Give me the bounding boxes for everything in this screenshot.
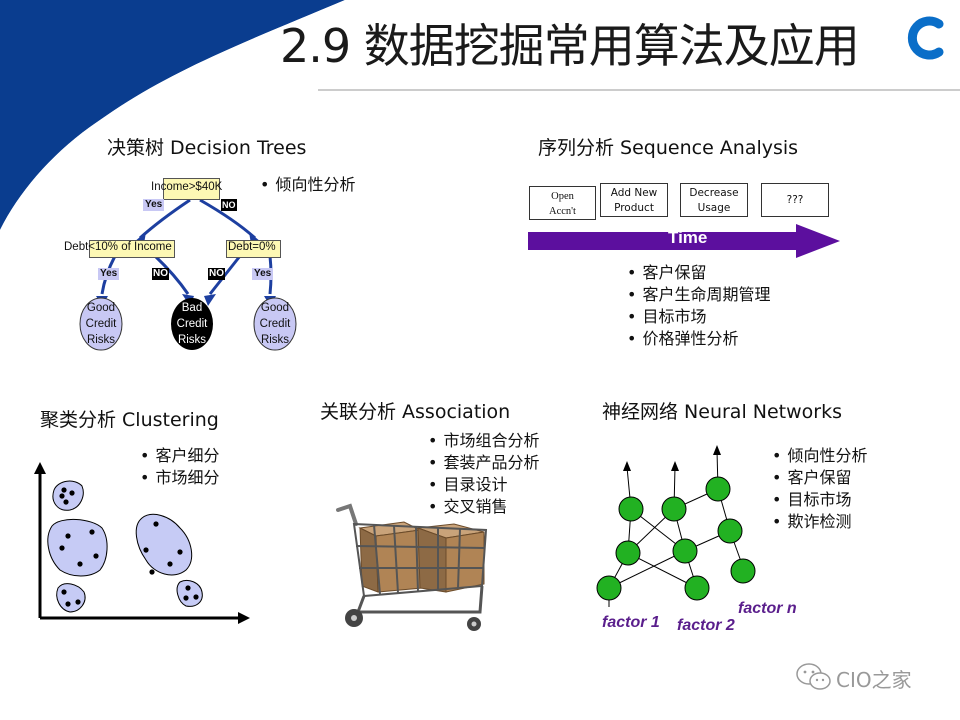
list-item: 客户保留 xyxy=(772,467,867,489)
list-item: 客户保留 xyxy=(627,262,770,284)
list-item: 市场组合分析 xyxy=(428,430,539,452)
list-item: 客户生命周期管理 xyxy=(627,284,770,306)
leaf-good-2: Good Credit Risks xyxy=(259,302,291,346)
sequence-bullets: 客户保留 客户生命周期管理 目标市场 价格弹性分析 xyxy=(627,262,770,350)
edge-label-yes: Yes xyxy=(143,199,165,211)
clustering-heading: 聚类分析 Clustering xyxy=(40,409,219,431)
association-heading: 关联分析 Association xyxy=(320,401,511,423)
sequence-heading: 序列分析 Sequence Analysis xyxy=(538,137,799,159)
wechat-icon xyxy=(796,663,831,690)
edge-label-no: NO xyxy=(208,268,225,280)
list-item: 客户细分 xyxy=(140,445,219,467)
list-item: 目录设计 xyxy=(428,474,539,496)
list-item: 价格弹性分析 xyxy=(627,328,770,350)
seq-box-open: Open Accn't xyxy=(529,186,596,220)
seq-box-decrease: Decrease Usage xyxy=(680,183,748,217)
logo-icon xyxy=(907,16,944,60)
factor-2-label: factor 2 xyxy=(677,617,735,634)
page-title: 2.9 数据挖掘常用算法及应用 xyxy=(280,19,860,73)
shopping-cart-icon xyxy=(336,503,488,631)
right-node-box xyxy=(226,240,281,258)
leaf-good-1: Good Credit Risks xyxy=(85,302,117,346)
left-node-label: Debt<10% of Income xyxy=(64,241,172,253)
list-item: 目标市场 xyxy=(627,306,770,328)
neural-bullets: 倾向性分析 客户保留 目标市场 欺诈检测 xyxy=(772,445,867,533)
edge-label-no: NO xyxy=(221,199,237,211)
seq-box-add: Add New Product xyxy=(600,183,668,217)
time-arrow-label: Time xyxy=(668,228,708,247)
seq-box-unknown: ??? xyxy=(761,183,829,217)
decision-tree-bullets: 倾向性分析 xyxy=(260,174,355,196)
list-item: 套装产品分析 xyxy=(428,452,539,474)
list-item: 目标市场 xyxy=(772,489,867,511)
list-item: 欺诈检测 xyxy=(772,511,867,533)
factor-1-label: factor 1 xyxy=(602,614,660,631)
decision-tree-heading: 决策树 Decision Trees xyxy=(107,137,307,159)
list-item: 倾向性分析 xyxy=(260,174,355,196)
root-node-box xyxy=(163,178,220,200)
decision-tree-diagram xyxy=(79,198,297,351)
edge-label-yes: Yes xyxy=(98,268,120,280)
time-arrow xyxy=(528,224,840,258)
right-node-label: Debt=0% xyxy=(228,241,276,253)
list-item: 倾向性分析 xyxy=(772,445,867,467)
neural-heading: 神经网络 Neural Networks xyxy=(602,401,842,423)
list-item: 市场细分 xyxy=(140,467,219,489)
factor-n-label: factor n xyxy=(738,600,797,617)
clustering-bullets: 客户细分 市场细分 xyxy=(140,445,219,489)
edge-label-yes: Yes xyxy=(252,268,274,280)
watermark-text: CIO之家 xyxy=(836,668,912,692)
root-node-label: Income>$40K xyxy=(151,181,223,193)
edge-label-no: NO xyxy=(152,268,169,280)
cluster-plot xyxy=(34,462,250,624)
leaf-bad: Bad Credit Risks xyxy=(176,302,208,346)
neural-network-diagram xyxy=(596,445,756,607)
left-node-box xyxy=(89,240,175,258)
list-item: 交叉销售 xyxy=(428,496,539,518)
association-bullets: 市场组合分析 套装产品分析 目录设计 交叉销售 xyxy=(428,430,539,518)
